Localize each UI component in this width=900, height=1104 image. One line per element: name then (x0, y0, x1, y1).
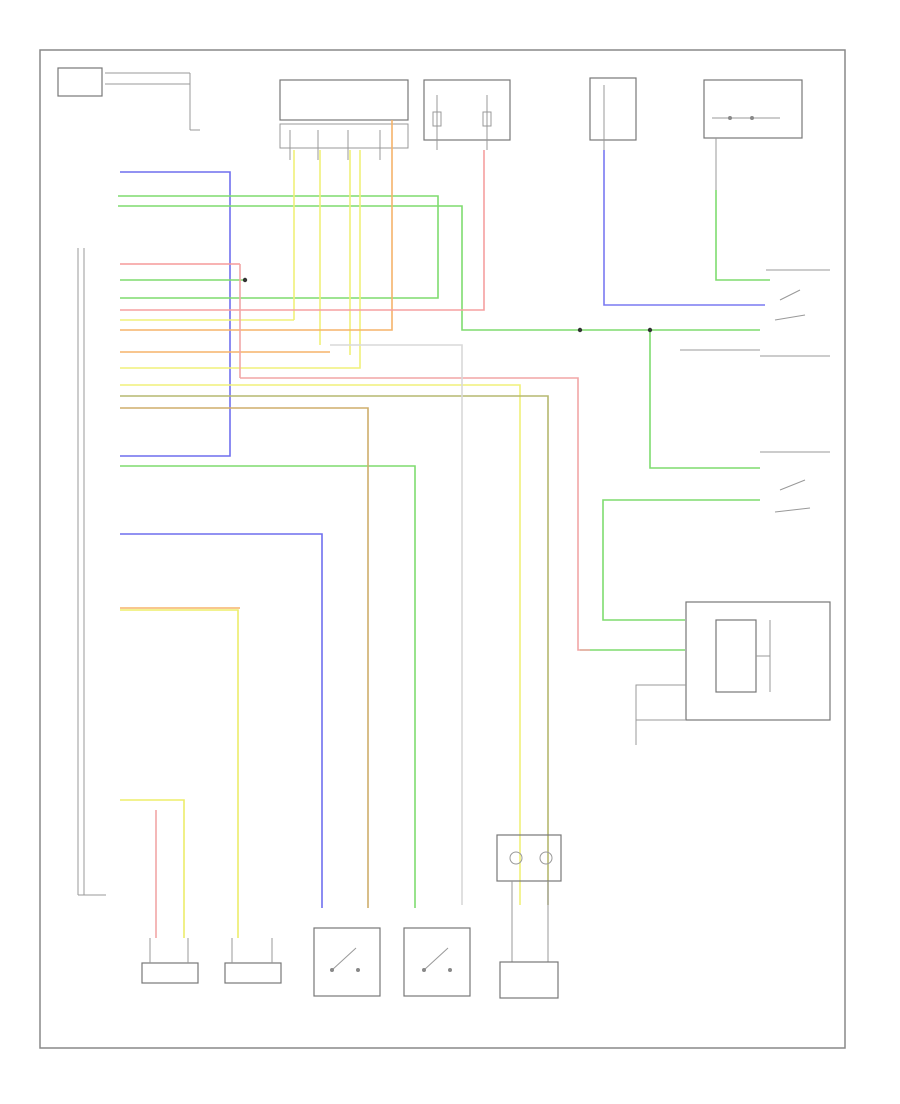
buckle-r-box (403, 927, 471, 997)
ignition-relay-box (589, 77, 803, 270)
wire-red (120, 150, 590, 938)
wire-blue (120, 150, 765, 908)
pretensioner-l-box (224, 962, 282, 984)
buckle-switch-l (313, 927, 381, 997)
wire-green (118, 190, 770, 908)
pretensioner-l (224, 938, 282, 984)
fuse-box-2 (423, 79, 511, 141)
top-left-connector (57, 67, 200, 131)
pretensioner-r-box (141, 962, 199, 984)
hot-at-all-times-fuse (423, 79, 511, 150)
wire-orange (120, 120, 549, 908)
top-left-label-box (57, 67, 103, 97)
right-switch-lower (760, 451, 830, 513)
seat-sensor-connector (496, 834, 562, 882)
occupant-detection-unit (635, 601, 831, 745)
wire-gray (330, 344, 463, 905)
right-switch-upper (680, 269, 830, 357)
pretensioner-r (141, 938, 199, 984)
seat-sensor (496, 834, 562, 999)
occupant-sensor-box (685, 601, 831, 721)
buckle-l-box (313, 927, 381, 997)
fuse-module-box (279, 79, 409, 121)
buckle-switch-r (403, 927, 471, 997)
relay-box-right (703, 79, 803, 139)
center-top-fuse-module (279, 79, 409, 160)
seat-sensor-box (499, 961, 559, 999)
wire-yellow (120, 150, 521, 938)
airbag-control-module (77, 248, 106, 896)
diagram-frame (39, 49, 846, 1049)
